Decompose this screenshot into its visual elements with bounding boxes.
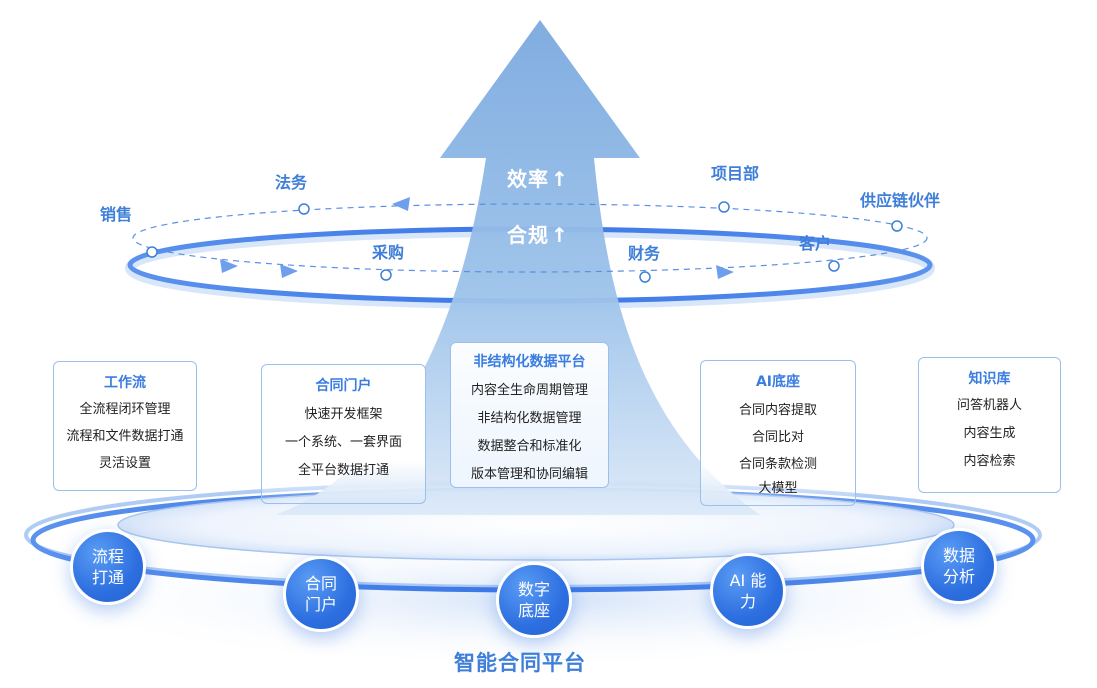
card-item: 全流程闭环管理	[79, 402, 171, 417]
card-item: 合同条款检测	[738, 457, 817, 472]
orbit-arrow-icon	[220, 259, 238, 273]
node-portal: 合同 门户	[283, 556, 359, 632]
orbit-dot	[146, 246, 158, 258]
card-title: 合同门户	[315, 378, 372, 394]
goal-label: 效率	[507, 167, 549, 191]
card-workflow: 工作流 全流程闭环管理 流程和文件数据打通 灵活设置	[53, 361, 197, 491]
card-item: 问答机器人	[956, 398, 1022, 413]
card-item: 快速开发框架	[304, 407, 383, 422]
node-label: AI 能力	[729, 571, 767, 611]
dashed-orbit	[132, 203, 928, 273]
orbit-arrow-icon	[716, 265, 734, 279]
node-data-analytics: 数据 分析	[921, 528, 997, 604]
card-item: 灵活设置	[98, 456, 151, 471]
orbit-arrow-icon	[280, 264, 298, 278]
node-digital-base: 数字 底座	[496, 562, 572, 638]
node-label: 流程 打通	[91, 547, 124, 587]
node-process: 流程 打通	[70, 529, 146, 605]
node-label: 数字 底座	[517, 580, 550, 620]
dept-sales: 销售	[100, 205, 133, 224]
card-item: 全平台数据打通	[297, 463, 389, 478]
orbit-dot	[298, 203, 310, 215]
goal-efficiency: 效率↑	[507, 163, 569, 192]
card-item: 流程和文件数据打通	[66, 429, 184, 444]
dept-supply-chain: 供应链伙伴	[860, 191, 941, 210]
orbit-dots	[146, 201, 903, 283]
orbit-arrows	[220, 197, 734, 279]
card-item: 合同比对	[751, 430, 804, 445]
card-item: 数据整合和标准化	[477, 439, 582, 454]
orbit-dot	[639, 271, 651, 283]
orbit-dot	[380, 269, 392, 281]
card-item: 大模型	[758, 481, 798, 496]
dept-procurement: 采购	[372, 243, 405, 262]
card-item: 非结构化数据管理	[477, 411, 582, 426]
orbit-dot	[828, 260, 840, 272]
dept-finance: 财务	[628, 244, 661, 263]
card-item: 内容检索	[963, 454, 1016, 469]
goal-label: 合规	[507, 223, 549, 247]
platform-title: 智能合同平台	[454, 651, 586, 675]
node-ai-capability: AI 能力	[710, 553, 786, 629]
card-item: 合同内容提取	[738, 403, 817, 418]
node-label: 数据 分析	[942, 546, 975, 586]
card-title: 知识库	[968, 371, 1011, 387]
dept-legal: 法务	[275, 173, 308, 192]
card-title: 工作流	[104, 375, 146, 391]
card-knowledge-base: 知识库 问答机器人 内容生成 内容检索	[918, 357, 1061, 493]
orbit-dot	[718, 201, 730, 213]
card-item: 一个系统、一套界面	[284, 435, 402, 450]
growth-arrow	[275, 20, 760, 515]
card-portal: 合同门户 快速开发框架 一个系统、一套界面 全平台数据打通	[261, 364, 426, 504]
up-arrow-icon: ↑	[551, 167, 569, 191]
dept-project: 项目部	[711, 164, 760, 183]
card-item: 内容生成	[963, 426, 1016, 441]
up-arrow-icon: ↑	[551, 223, 569, 247]
dept-customer: 客户	[799, 234, 832, 253]
card-unstructured-data: 非结构化数据平台 内容全生命周期管理 非结构化数据管理 数据整合和标准化 版本管…	[450, 342, 609, 488]
card-title: 非结构化数据平台	[473, 354, 586, 370]
card-ai-base: AI底座 合同内容提取 合同比对 合同条款检测 大模型	[700, 360, 856, 506]
orbit-arrow-icon	[392, 197, 410, 211]
node-label: 合同 门户	[304, 574, 337, 614]
goal-compliance: 合规↑	[507, 219, 569, 248]
card-title: AI底座	[755, 374, 801, 390]
card-item: 版本管理和协同编辑	[470, 467, 588, 482]
orbit-dot	[891, 220, 903, 232]
card-item: 内容全生命周期管理	[470, 383, 588, 398]
